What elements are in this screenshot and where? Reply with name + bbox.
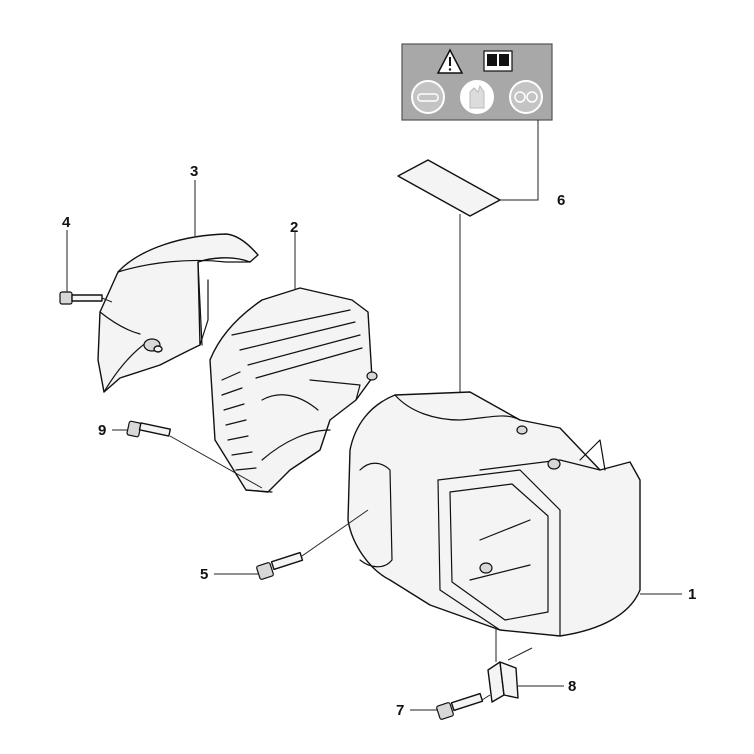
leader-9-ext <box>169 435 263 489</box>
callout-5: 5 <box>200 566 208 583</box>
callout-2: 2 <box>290 219 298 236</box>
leader-6-decal <box>500 120 539 201</box>
ear-protection-icon <box>411 80 445 114</box>
part-3-top-cover <box>97 233 259 393</box>
callout-7: 7 <box>396 702 404 719</box>
callout-9: 9 <box>98 422 106 439</box>
callout-1: 1 <box>688 586 696 603</box>
part-7-screw <box>436 692 484 720</box>
warning-decal <box>401 43 553 121</box>
manual-book-icon <box>483 50 513 72</box>
callout-3: 3 <box>190 163 198 180</box>
eye-protection-icon <box>509 80 543 114</box>
callout-6: 6 <box>557 192 565 209</box>
leader-5-ext <box>301 509 369 557</box>
leader-4-ext <box>101 297 113 303</box>
part-2-cylinder-shroud <box>209 287 378 493</box>
part-6-decal-sticker <box>397 159 501 217</box>
part-4-screw <box>59 291 103 305</box>
part-8-clip <box>487 661 519 703</box>
callout-4: 4 <box>62 214 71 231</box>
part-9-screw <box>126 420 171 438</box>
leader-7-ext <box>481 694 491 701</box>
leader-8-top <box>507 647 533 661</box>
part-1-main-housing <box>347 391 641 637</box>
callout-8: 8 <box>568 678 576 695</box>
part-5-screw <box>256 551 304 580</box>
warning-triangle-icon <box>436 48 464 74</box>
hand-icon <box>460 80 494 114</box>
